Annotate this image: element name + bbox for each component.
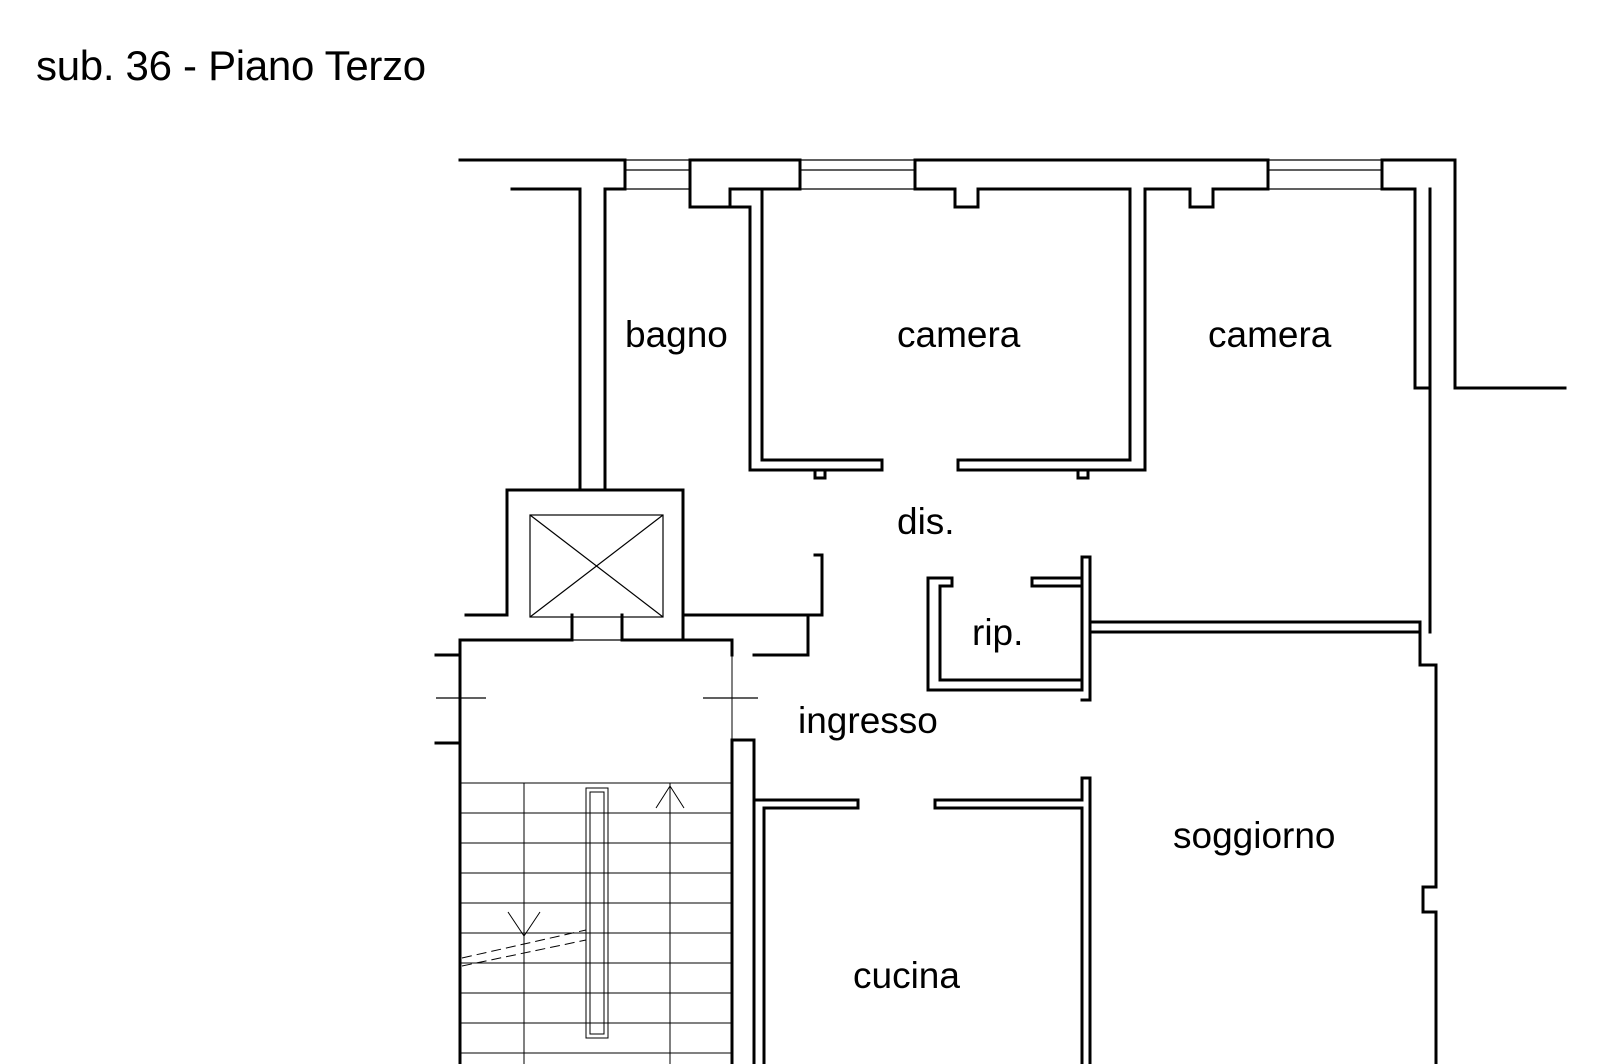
room-label-soggiorno: soggiorno <box>1173 815 1336 856</box>
room-label-ingresso: ingresso <box>798 700 938 741</box>
room-label-cucina: cucina <box>853 955 960 996</box>
floor-plan-title: sub. 36 - Piano Terzo <box>36 42 426 89</box>
room-label-camera-2: camera <box>1208 314 1332 355</box>
stairwell <box>434 638 758 1064</box>
windows <box>625 159 1382 190</box>
room-label-disimpegno: dis. <box>897 501 955 542</box>
room-label-ripostiglio: rip. <box>972 612 1023 653</box>
room-label-camera-1: camera <box>897 314 1021 355</box>
room-label-bagno: bagno <box>625 314 728 355</box>
interior-walls <box>603 187 1438 1064</box>
lift-shaft <box>458 488 685 1064</box>
